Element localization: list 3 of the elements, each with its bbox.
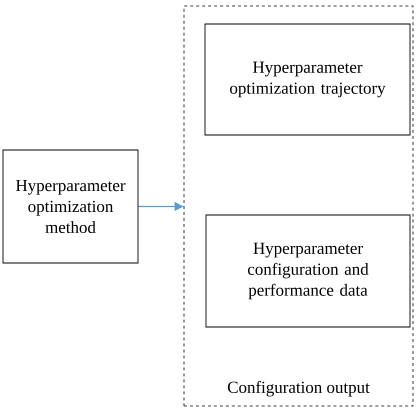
- process-box: Hyperparameter configuration and performance data: [206, 214, 410, 328]
- process-box: Hyperparameter optimization method: [2, 150, 138, 264]
- process-box: Hyperparameter optimization trajectory: [204, 24, 410, 136]
